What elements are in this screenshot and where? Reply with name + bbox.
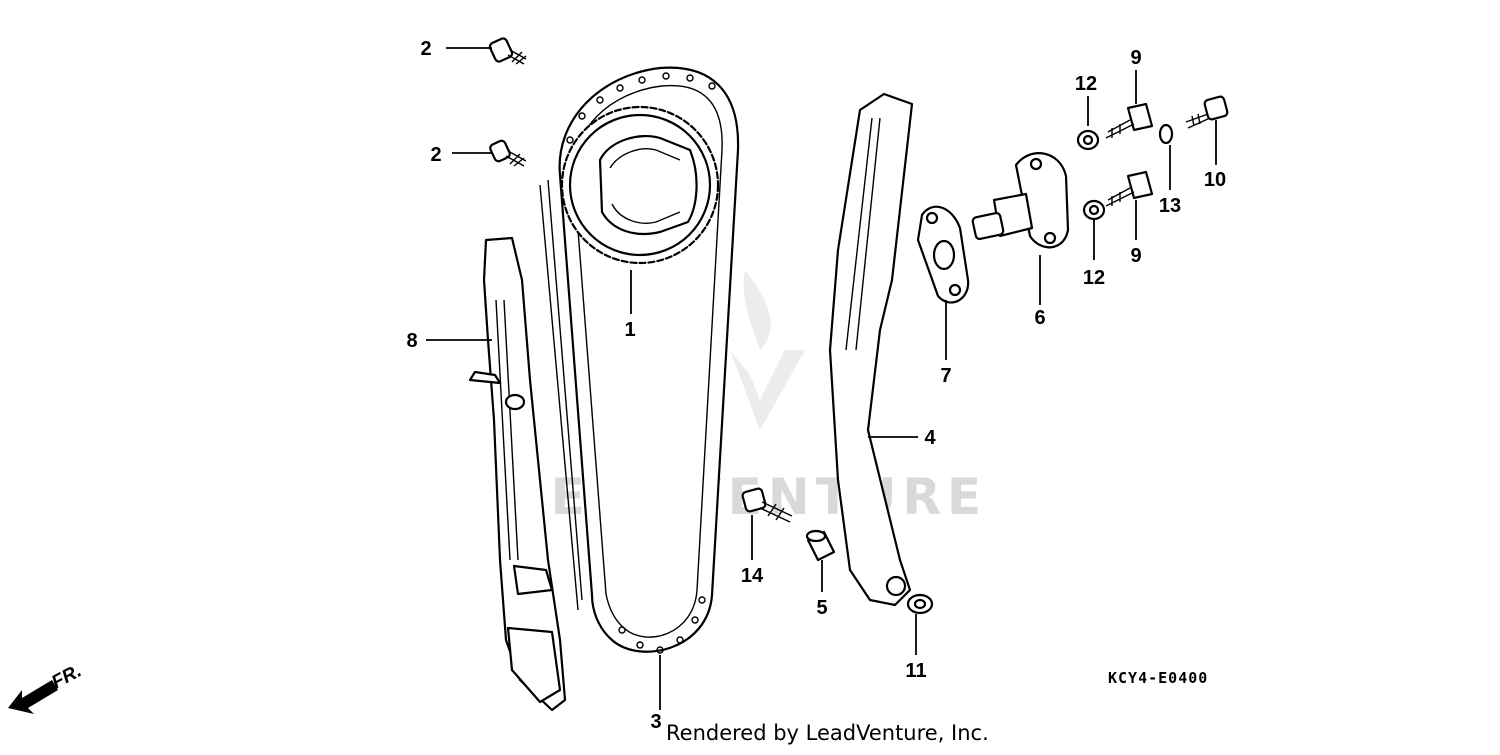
callouts: 2 2 1 8 3 4 7 6 12 9 12 9 13 10 14 5 11 — [406, 38, 1226, 733]
callout-2-upper: 2 — [420, 38, 431, 60]
chain-tensioner-arm — [828, 92, 914, 607]
catalog-code: KCY4-E0400 — [1108, 669, 1208, 687]
pivot-bolt — [741, 487, 793, 523]
callout-4: 4 — [924, 427, 936, 449]
callout-9-upper: 9 — [1130, 47, 1141, 69]
callout-12-upper: 12 — [1075, 73, 1097, 95]
plug-bolt — [1185, 95, 1229, 129]
chain-links-bottom — [618, 596, 706, 654]
cam-chain-guide — [468, 236, 567, 712]
callout-6: 6 — [1034, 307, 1045, 329]
callout-13: 13 — [1159, 195, 1181, 217]
pivot-washer — [906, 593, 934, 615]
sealing-washer-lower — [1082, 199, 1106, 221]
callout-8: 8 — [406, 330, 417, 352]
callout-7: 7 — [940, 365, 951, 387]
cam-sprocket — [560, 105, 720, 265]
callout-12-lower: 12 — [1083, 267, 1105, 289]
front-direction-marker: FR. — [8, 661, 85, 714]
leader-lines — [426, 47, 1217, 710]
callout-1: 1 — [624, 319, 635, 341]
tensioner-lifter — [971, 152, 1070, 249]
chain-links-top — [566, 72, 716, 144]
sprocket-bolt-lower — [489, 139, 527, 167]
render-credit: Rendered by LeadVenture, Inc. — [666, 721, 989, 745]
callout-14: 14 — [741, 565, 764, 587]
callout-11: 11 — [905, 660, 926, 682]
sealing-washer-upper — [1076, 129, 1100, 151]
sprocket-bolt-upper — [488, 37, 527, 65]
callout-3: 3 — [650, 711, 661, 733]
lifter-bolt-upper — [1105, 102, 1154, 139]
collar — [805, 529, 836, 562]
lifter-bolt-lower — [1105, 170, 1154, 207]
lock-washer — [1158, 123, 1174, 145]
callout-5: 5 — [816, 597, 827, 619]
tensioner-gasket — [916, 205, 970, 304]
callout-9-lower: 9 — [1130, 245, 1141, 267]
callout-10: 10 — [1204, 169, 1226, 191]
callout-2-lower: 2 — [430, 144, 441, 166]
